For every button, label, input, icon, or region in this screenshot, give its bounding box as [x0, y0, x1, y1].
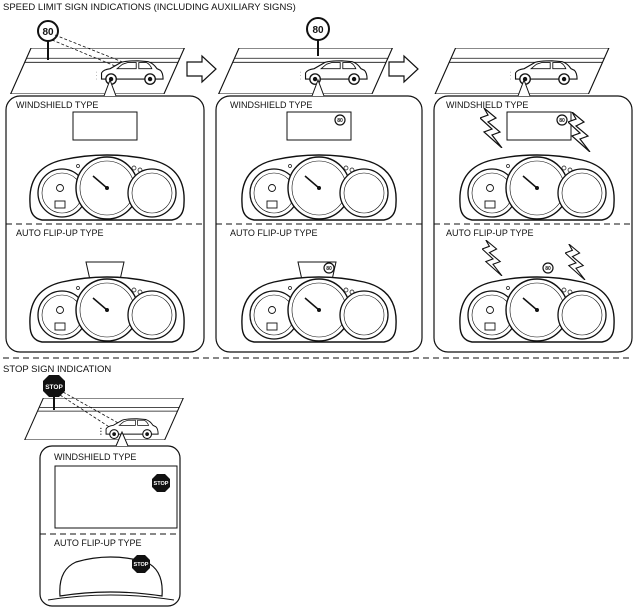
instrument-cluster	[459, 154, 615, 221]
auto-flip-up-type-label: AUTO FLIP-UP TYPE	[16, 228, 104, 238]
speed-sign-value: 80	[42, 27, 54, 38]
auto-flip-up-type-label: AUTO FLIP-UP TYPE	[446, 228, 534, 238]
panel-1: WINDSHIELD TYPE AUTO FLIP-UP TYPE	[5, 78, 205, 353]
arrow-right-icon	[186, 54, 217, 84]
arrow-right-icon	[388, 54, 419, 84]
svg-text:80: 80	[326, 266, 332, 272]
windshield-type-label: WINDSHIELD TYPE	[54, 452, 136, 462]
windshield-type-label: WINDSHIELD TYPE	[446, 100, 528, 110]
instrument-cluster	[29, 154, 185, 221]
svg-text:STOP: STOP	[134, 562, 149, 568]
auto-flip-up-type-label: AUTO FLIP-UP TYPE	[54, 538, 142, 548]
speed-sign-value: 80	[312, 25, 324, 36]
speed-sign-icon	[556, 114, 568, 126]
speed-sign-icon	[542, 262, 554, 274]
panel-3: WINDSHIELD TYPE 80 AUTO FLIP-UP TYPE 80	[433, 78, 633, 353]
stop-panel: WINDSHIELD TYPE STOP AUTO FLIP-UP TYPE S…	[39, 430, 181, 607]
instrument-cluster	[29, 276, 185, 343]
svg-text:80: 80	[337, 118, 343, 124]
svg-text:STOP: STOP	[154, 481, 169, 487]
instrument-cluster	[241, 276, 397, 343]
windshield-type-label: WINDSHIELD TYPE	[16, 100, 98, 110]
stop-scene: STOP	[24, 375, 184, 440]
windshield-display	[72, 111, 138, 141]
stop-sign-title: STOP SIGN INDICATION	[3, 364, 111, 375]
scene-1: 80	[10, 20, 185, 94]
speed-sign-icon	[323, 262, 335, 274]
speed-sign-icon	[334, 114, 346, 126]
instrument-cluster	[459, 276, 615, 343]
scene-2: 80	[218, 17, 393, 94]
panel-2: WINDSHIELD TYPE 80 AUTO FLIP-UP TYPE 80	[215, 78, 423, 353]
auto-flip-up-type-label: AUTO FLIP-UP TYPE	[230, 228, 318, 238]
stop-sign-icon	[132, 555, 150, 573]
stop-sign-text: STOP	[45, 384, 63, 391]
speed-sign-icon	[306, 17, 330, 41]
instrument-cluster	[241, 154, 397, 221]
svg-text:80: 80	[545, 266, 551, 272]
stop-sign-icon	[43, 375, 65, 397]
svg-text:80: 80	[559, 118, 565, 124]
speed-limit-title: SPEED LIMIT SIGN INDICATIONS (INCLUDING …	[3, 2, 296, 13]
stop-sign-icon	[152, 474, 170, 492]
speed-sign-icon	[37, 20, 59, 42]
windshield-type-label: WINDSHIELD TYPE	[230, 100, 312, 110]
